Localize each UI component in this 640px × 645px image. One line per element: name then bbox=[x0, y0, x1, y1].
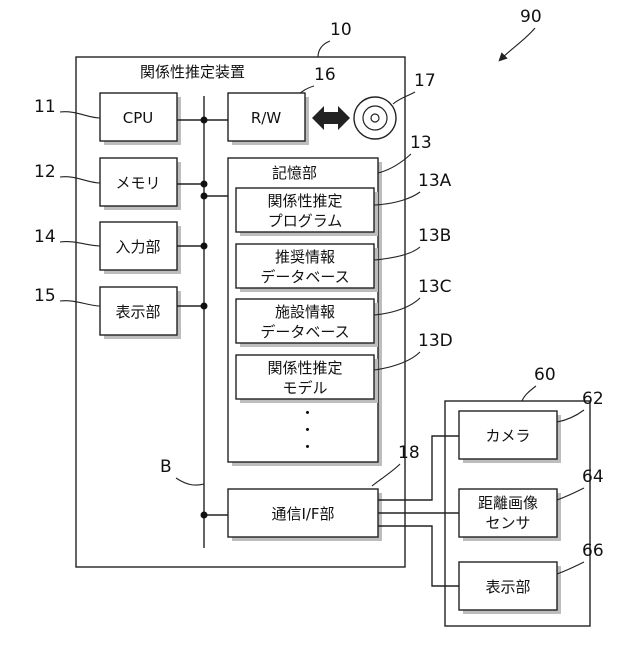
rw-label: R/W bbox=[251, 109, 281, 127]
figure-arrow bbox=[500, 28, 535, 60]
disc-ref: 17 bbox=[414, 71, 436, 91]
comm-junction bbox=[201, 512, 208, 519]
item-line1: 施設情報 bbox=[275, 303, 335, 321]
item-line2: プログラム bbox=[268, 212, 343, 230]
item-line1: 推奨情報 bbox=[275, 248, 335, 266]
external-leader bbox=[522, 386, 536, 401]
comm-label: 通信I/F部 bbox=[271, 505, 334, 523]
rw-ref: 16 bbox=[314, 65, 336, 85]
memory-ref: 12 bbox=[34, 162, 56, 182]
item-line1: 関係性推定 bbox=[267, 192, 342, 210]
comm-ref: 18 bbox=[398, 443, 420, 463]
device-title: 関係性推定装置 bbox=[140, 63, 245, 81]
cpu-ref: 11 bbox=[34, 97, 56, 117]
item-ref: 13B bbox=[418, 226, 451, 246]
item-line2: データベース bbox=[260, 323, 349, 341]
input-label: 入力部 bbox=[115, 238, 160, 256]
item-line2: モデル bbox=[282, 379, 327, 397]
display-junction bbox=[201, 303, 208, 310]
figure-number: 90 bbox=[520, 7, 542, 27]
storage-ref: 13 bbox=[410, 133, 432, 153]
device-ref: 10 bbox=[330, 20, 352, 40]
input-ref: 14 bbox=[34, 227, 56, 247]
display-label: 表示部 bbox=[115, 303, 160, 321]
item-line1: 関係性推定 bbox=[267, 359, 342, 377]
storage-junction bbox=[201, 193, 208, 200]
svg-text:・: ・ bbox=[300, 438, 315, 456]
svg-text:・: ・ bbox=[300, 421, 315, 439]
svg-text:・: ・ bbox=[300, 404, 315, 422]
device-leader bbox=[318, 41, 330, 57]
cpu-junction bbox=[201, 117, 208, 124]
external-display-ref: 66 bbox=[582, 541, 604, 561]
input-junction bbox=[201, 243, 208, 250]
sensor-line1: 距離画像 bbox=[478, 494, 538, 512]
sensor-line2: センサ bbox=[485, 514, 530, 532]
storage-title: 記憶部 bbox=[272, 164, 317, 182]
camera-label: カメラ bbox=[485, 427, 530, 445]
memory-block: メモリ 12 bbox=[34, 158, 181, 210]
cpu-block: CPU 11 bbox=[34, 93, 181, 145]
external-display-label: 表示部 bbox=[485, 578, 530, 596]
disc-icon bbox=[354, 97, 396, 139]
item-ref: 13D bbox=[418, 331, 453, 351]
display-ref: 15 bbox=[34, 286, 56, 306]
camera-ref: 62 bbox=[582, 389, 604, 409]
display-block: 表示部 15 bbox=[34, 286, 181, 339]
cpu-label: CPU bbox=[123, 109, 154, 127]
item-ref: 13C bbox=[418, 277, 452, 297]
item-ref: 13A bbox=[418, 171, 452, 191]
input-block: 入力部 14 bbox=[34, 222, 181, 274]
memory-junction bbox=[201, 181, 208, 188]
sensor-ref: 64 bbox=[582, 467, 604, 487]
bus-label: B bbox=[160, 457, 172, 477]
item-line2: データベース bbox=[260, 268, 349, 286]
ellipsis: ・ ・ ・ bbox=[300, 404, 315, 456]
external-ref: 60 bbox=[534, 365, 556, 385]
memory-label: メモリ bbox=[115, 174, 160, 192]
